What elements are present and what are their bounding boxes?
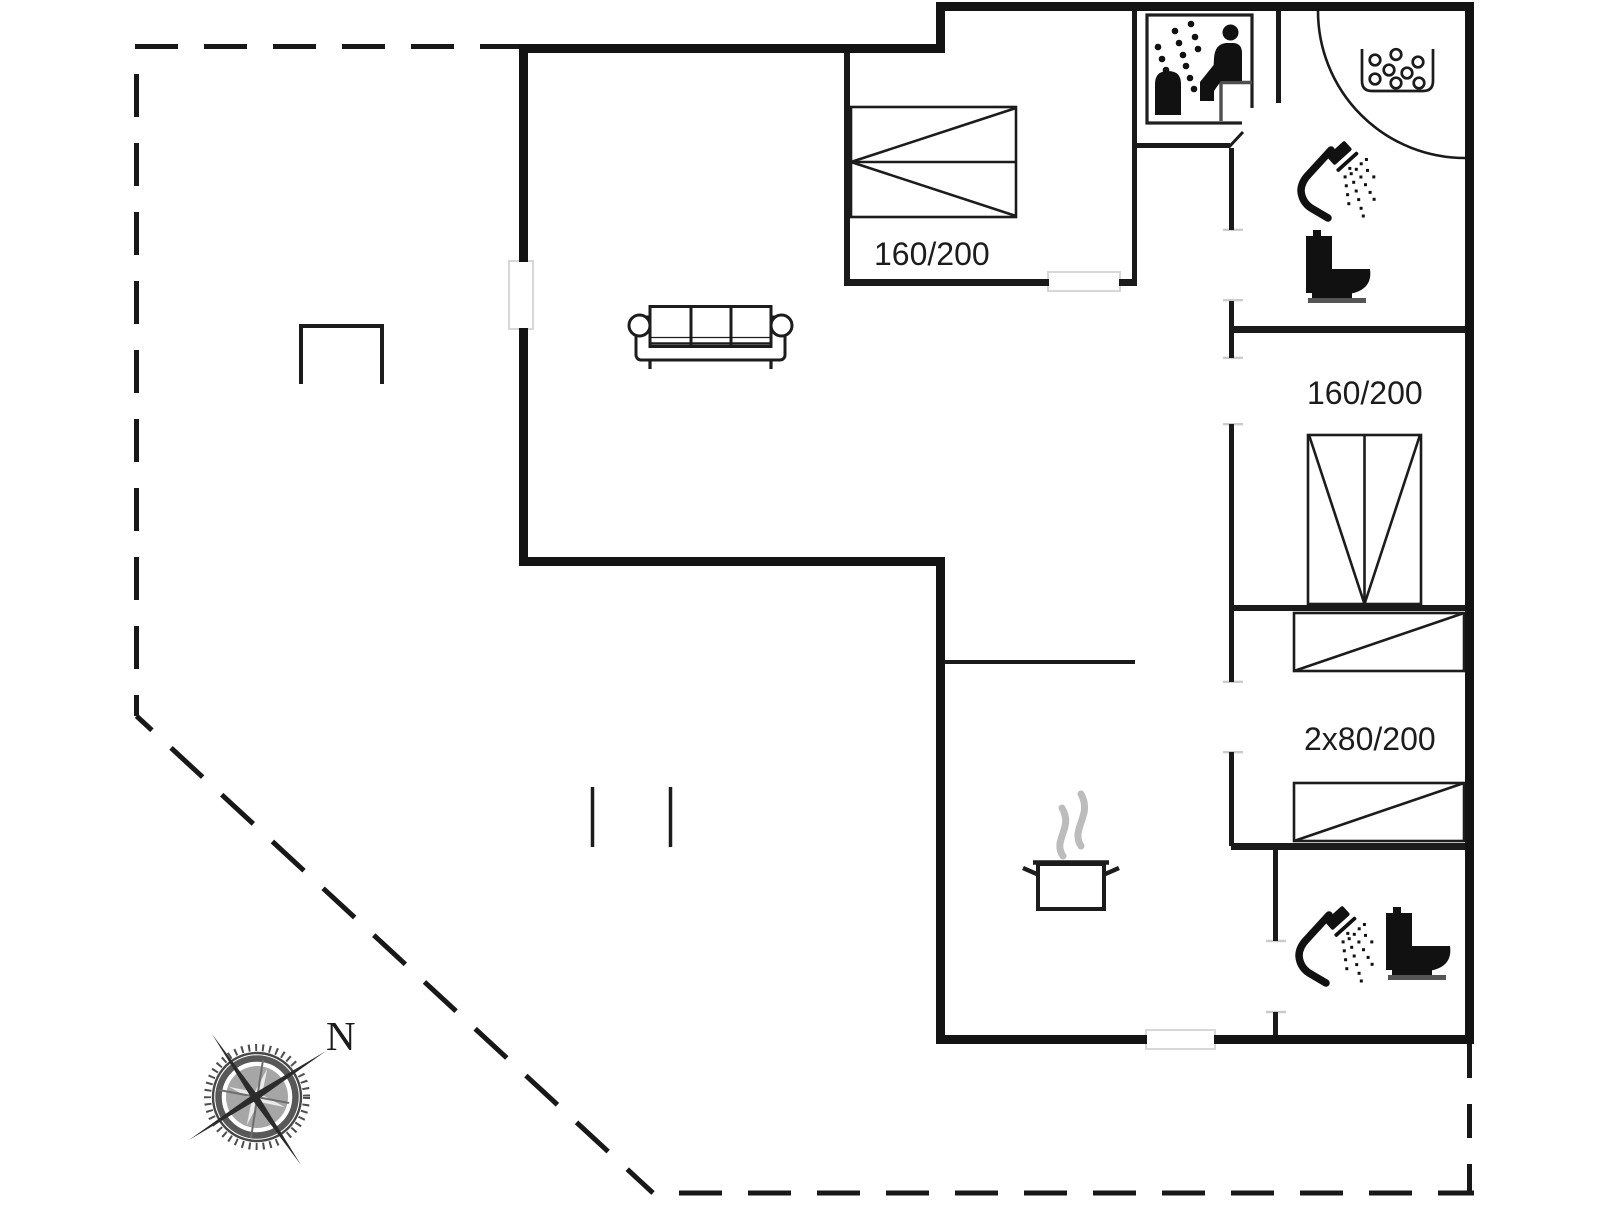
svg-text:N: N [326,1013,356,1059]
svg-text:2x80/200: 2x80/200 [1304,721,1436,757]
svg-text:160/200: 160/200 [1307,375,1423,411]
svg-text:160/200: 160/200 [874,236,990,272]
